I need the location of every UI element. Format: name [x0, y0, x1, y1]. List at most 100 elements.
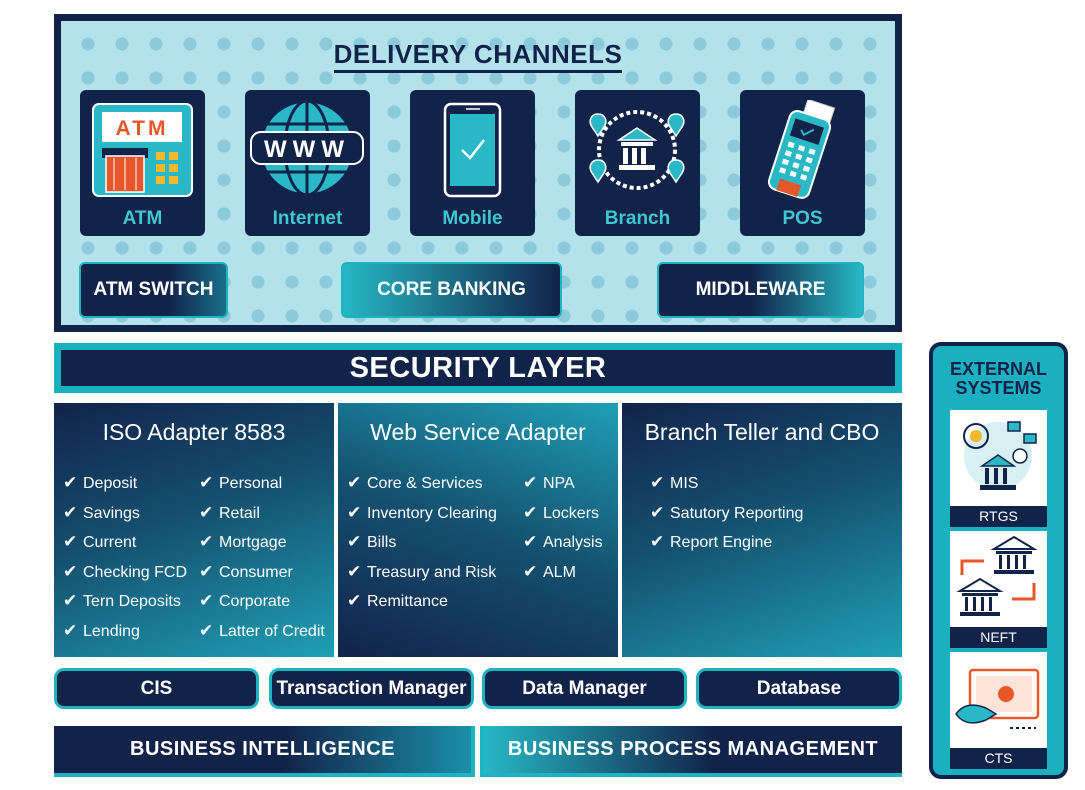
web-service-adapter-panel: Web Service Adapter ✔Core & Services ✔In…: [338, 403, 618, 657]
cheque-truncation-icon: [955, 668, 1040, 729]
bank-branch-icon: [589, 110, 685, 190]
cis-button[interactable]: CIS: [54, 668, 259, 709]
list-item: ✔Lending: [63, 620, 140, 640]
check-icon: ✔: [347, 561, 362, 581]
list-item: ✔Bills: [347, 532, 397, 551]
check-icon: ✔: [199, 620, 214, 640]
list-item: ✔Latter of Credit: [199, 620, 325, 640]
list-item: ✔Deposit: [63, 473, 138, 492]
list-item: ✔Analysis: [523, 532, 603, 551]
list-item: ✔Checking FCD: [63, 561, 188, 581]
list-item: ✔NPA: [523, 473, 575, 492]
channel-label: Branch: [604, 208, 671, 229]
pos-terminal-icon: [767, 100, 836, 199]
adapter-title: Web Service Adapter: [370, 419, 586, 445]
check-icon: ✔: [199, 473, 214, 492]
list-item: ✔Lockers: [523, 502, 600, 522]
rtgs-icon: [963, 421, 1037, 490]
iso-adapter-panel: ISO Adapter 8583 ✔Deposit ✔Savings ✔Curr…: [54, 403, 334, 657]
channel-mobile[interactable]: Mobile: [410, 90, 535, 236]
list-item: ✔Consumer: [199, 561, 293, 581]
core-banking-button[interactable]: CORE BANKING: [341, 262, 562, 318]
adapter-column: ✔Deposit ✔Savings ✔Current ✔Checking FCD…: [63, 473, 187, 650]
check-icon: ✔: [63, 561, 78, 581]
channel-label: Internet: [272, 208, 343, 229]
svg-text:ATM: ATM: [116, 117, 169, 140]
check-icon: ✔: [199, 561, 214, 581]
check-icon: ✔: [347, 473, 362, 492]
security-layer-label: SECURITY LAYER: [61, 350, 895, 386]
delivery-channels-background: DELIVERY CHANNELS ATM ATM: [61, 21, 895, 325]
adapter-column: ✔NPA ✔Lockers ✔Analysis ✔ALM: [523, 473, 603, 591]
check-icon: ✔: [63, 502, 78, 522]
external-systems-title: EXTERNAL SYSTEMS: [949, 359, 1047, 398]
channel-label: Mobile: [442, 208, 503, 229]
list-item: ✔Inventory Clearing: [347, 502, 497, 522]
list-item: ✔MIS: [650, 473, 699, 492]
check-icon: ✔: [650, 473, 665, 492]
check-icon: ✔: [523, 561, 538, 581]
adapter-column: ✔Core & Services ✔Inventory Clearing ✔Bi…: [347, 473, 497, 621]
data-manager-button[interactable]: Data Manager: [482, 668, 687, 709]
list-item: ✔Report Engine: [650, 532, 773, 551]
list-item: ✔Remittance: [347, 591, 448, 610]
channel-atm[interactable]: ATM ATM: [80, 90, 205, 236]
list-item: ✔ALM: [523, 561, 576, 581]
list-item: ✔Savings: [63, 502, 140, 522]
atm-machine-icon: ATM: [92, 103, 193, 197]
channel-internet[interactable]: WWW Internet: [245, 90, 370, 236]
business-process-management-button[interactable]: BUSINESS PROCESS MANAGEMENT: [480, 726, 902, 777]
middleware-button[interactable]: MIDDLEWARE: [657, 262, 864, 318]
check-icon: ✔: [63, 532, 78, 551]
svg-text:WWW: WWW: [264, 136, 350, 163]
atm-switch-button[interactable]: ATM SWITCH: [79, 262, 228, 318]
check-icon: ✔: [63, 473, 78, 492]
www-globe-icon: WWW: [250, 100, 364, 197]
list-item: ✔Current: [63, 532, 137, 551]
check-icon: ✔: [347, 532, 362, 551]
delivery-channels-title: DELIVERY CHANNELS: [61, 39, 895, 73]
channel-pos[interactable]: POS: [740, 90, 865, 236]
adapter-column: ✔MIS ✔Satutory Reporting ✔Report Engine: [650, 473, 803, 562]
delivery-channels-panel: DELIVERY CHANNELS ATM ATM: [54, 14, 902, 332]
adapter-title: Branch Teller and CBO: [644, 419, 880, 445]
list-item: ✔Corporate: [199, 591, 291, 610]
branch-teller-panel: Branch Teller and CBO ✔MIS ✔Satutory Rep…: [622, 403, 902, 657]
channel-label: POS: [782, 208, 823, 229]
external-item-cts[interactable]: CTS: [950, 652, 1047, 769]
adapter-title: ISO Adapter 8583: [102, 419, 286, 445]
check-icon: ✔: [199, 532, 214, 551]
list-item: ✔Tern Deposits: [63, 591, 181, 610]
mobile-phone-icon: [443, 102, 502, 198]
list-item: ✔Satutory Reporting: [650, 502, 804, 522]
check-icon: ✔: [63, 591, 78, 610]
check-icon: ✔: [650, 502, 665, 522]
list-item: ✔Retail: [199, 502, 260, 522]
external-item-rtgs[interactable]: RTGS: [950, 410, 1047, 527]
check-icon: ✔: [347, 591, 362, 610]
transaction-manager-button[interactable]: Transaction Manager: [269, 668, 474, 709]
security-layer-panel: SECURITY LAYER: [54, 343, 902, 393]
list-item: ✔Mortgage: [199, 532, 287, 551]
list-item: ✔Core & Services: [347, 473, 483, 492]
check-icon: ✔: [199, 591, 214, 610]
list-item: ✔Treasury and Risk: [347, 561, 497, 581]
check-icon: ✔: [650, 532, 665, 551]
list-item: ✔Personal: [199, 473, 283, 492]
check-icon: ✔: [523, 532, 538, 551]
check-icon: ✔: [63, 620, 78, 640]
database-button[interactable]: Database: [696, 668, 902, 709]
external-item-label: CTS: [950, 748, 1047, 769]
external-systems-panel: EXTERNAL SYSTEMS RTGS: [929, 342, 1068, 779]
check-icon: ✔: [523, 473, 538, 492]
external-item-label: RTGS: [950, 506, 1047, 527]
check-icon: ✔: [523, 502, 538, 522]
external-item-neft[interactable]: NEFT: [950, 531, 1047, 648]
check-icon: ✔: [347, 502, 362, 522]
channel-label: ATM: [122, 208, 163, 229]
business-intelligence-button[interactable]: BUSINESS INTELLIGENCE: [54, 726, 475, 777]
channel-branch[interactable]: Branch: [575, 90, 700, 236]
neft-transfer-icon: [956, 535, 1038, 616]
external-item-label: NEFT: [950, 627, 1047, 648]
check-icon: ✔: [199, 502, 214, 522]
